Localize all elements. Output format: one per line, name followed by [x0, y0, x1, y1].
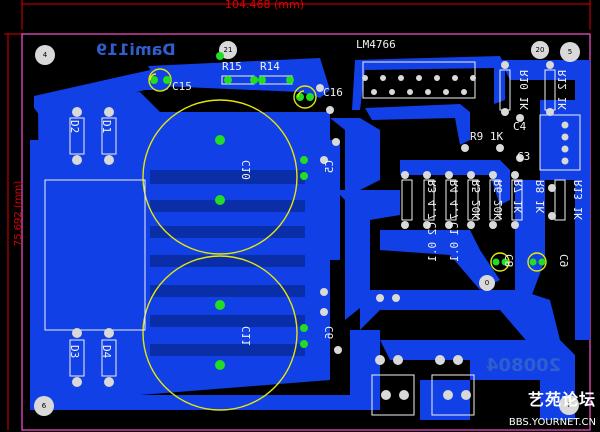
label-c10[interactable]: C10 — [240, 160, 253, 180]
hole-label-21: 21 — [223, 46, 233, 54]
label-d3[interactable]: D3 — [68, 345, 81, 359]
label-c8[interactable]: C8 — [503, 254, 516, 268]
label-d2[interactable]: D2 — [68, 120, 81, 134]
height-dimension: 75.692 (mm) — [13, 180, 25, 247]
watermark-cn: 艺苑论坛 — [527, 390, 596, 409]
label-c3[interactable]: C3 — [517, 150, 531, 163]
yellow-marks — [149, 73, 305, 98]
hole-7 — [559, 395, 579, 415]
hole-0 — [479, 275, 495, 291]
watermark-url[interactable]: BBS.YOURNET.CN — [508, 417, 596, 428]
hole-6 — [34, 396, 54, 416]
hole-label-5: 5 — [567, 48, 573, 56]
label-r13[interactable]: R13 1K — [572, 180, 585, 220]
label-r6[interactable]: R6 20K — [492, 180, 505, 220]
label-r9[interactable]: R9 1K — [470, 130, 504, 143]
conn-bottom-right-outline — [431, 374, 475, 416]
label-r15[interactable]: R15 — [222, 60, 242, 73]
hole-4 — [35, 45, 55, 65]
copper-stripes — [150, 170, 305, 356]
label-c5[interactable]: C5 — [323, 160, 336, 174]
c8-outline — [490, 252, 510, 272]
conn-bottom-left-outline — [371, 374, 415, 416]
label-r10[interactable]: R10 1K — [518, 70, 531, 110]
width-dimension: 104.468 (mm) — [225, 0, 304, 11]
c11-outline — [142, 255, 298, 411]
hole-label-6: 6 — [41, 402, 47, 410]
label-c4[interactable]: C4 — [513, 120, 527, 133]
label-c9[interactable]: C9 — [558, 254, 571, 268]
capacitor-outlines — [142, 68, 547, 411]
label-c1[interactable]: C1 0.1 — [448, 222, 461, 262]
label-d1[interactable]: D1 — [100, 120, 113, 134]
label-r3[interactable]: R3 4.7 — [426, 180, 439, 220]
label-c2[interactable]: C2 0.1 — [426, 222, 439, 262]
label-r12[interactable]: R12 1K — [556, 70, 569, 110]
label-r4[interactable]: R4 4.7 — [448, 180, 461, 220]
c16-outline — [293, 85, 317, 109]
mounting-holes — [34, 41, 580, 416]
dimension-lines — [4, 0, 591, 430]
hole-5 — [560, 42, 580, 62]
label-lm4766[interactable]: LM4766 — [356, 38, 396, 51]
hole-label-20: 20 — [535, 46, 545, 54]
c10-outline — [142, 99, 298, 255]
label-r14[interactable]: R14 — [260, 60, 280, 73]
pads — [72, 61, 569, 400]
label-c16[interactable]: C16 — [323, 86, 343, 99]
board-title: Dami119 — [96, 40, 176, 59]
label-r7[interactable]: R7 1K — [512, 180, 525, 214]
hole-label-0: 0 — [484, 279, 490, 287]
board-date: 200804 — [486, 355, 562, 376]
bridge-outline — [44, 179, 146, 331]
label-c6[interactable]: C6 — [323, 326, 336, 340]
copper-layer — [30, 56, 590, 420]
label-r8[interactable]: R8 1K — [534, 180, 547, 214]
c9-outline — [527, 252, 547, 272]
hole-label-7: 7 — [566, 401, 572, 409]
label-d4[interactable]: D4 — [100, 345, 113, 359]
conn-right-outline — [539, 114, 581, 171]
label-r5[interactable]: R5 20K — [470, 180, 483, 220]
hole-label-4: 4 — [42, 51, 48, 59]
label-c11[interactable]: C11 — [240, 326, 253, 346]
hole-20 — [531, 41, 549, 59]
label-c15[interactable]: C15 — [172, 80, 192, 93]
